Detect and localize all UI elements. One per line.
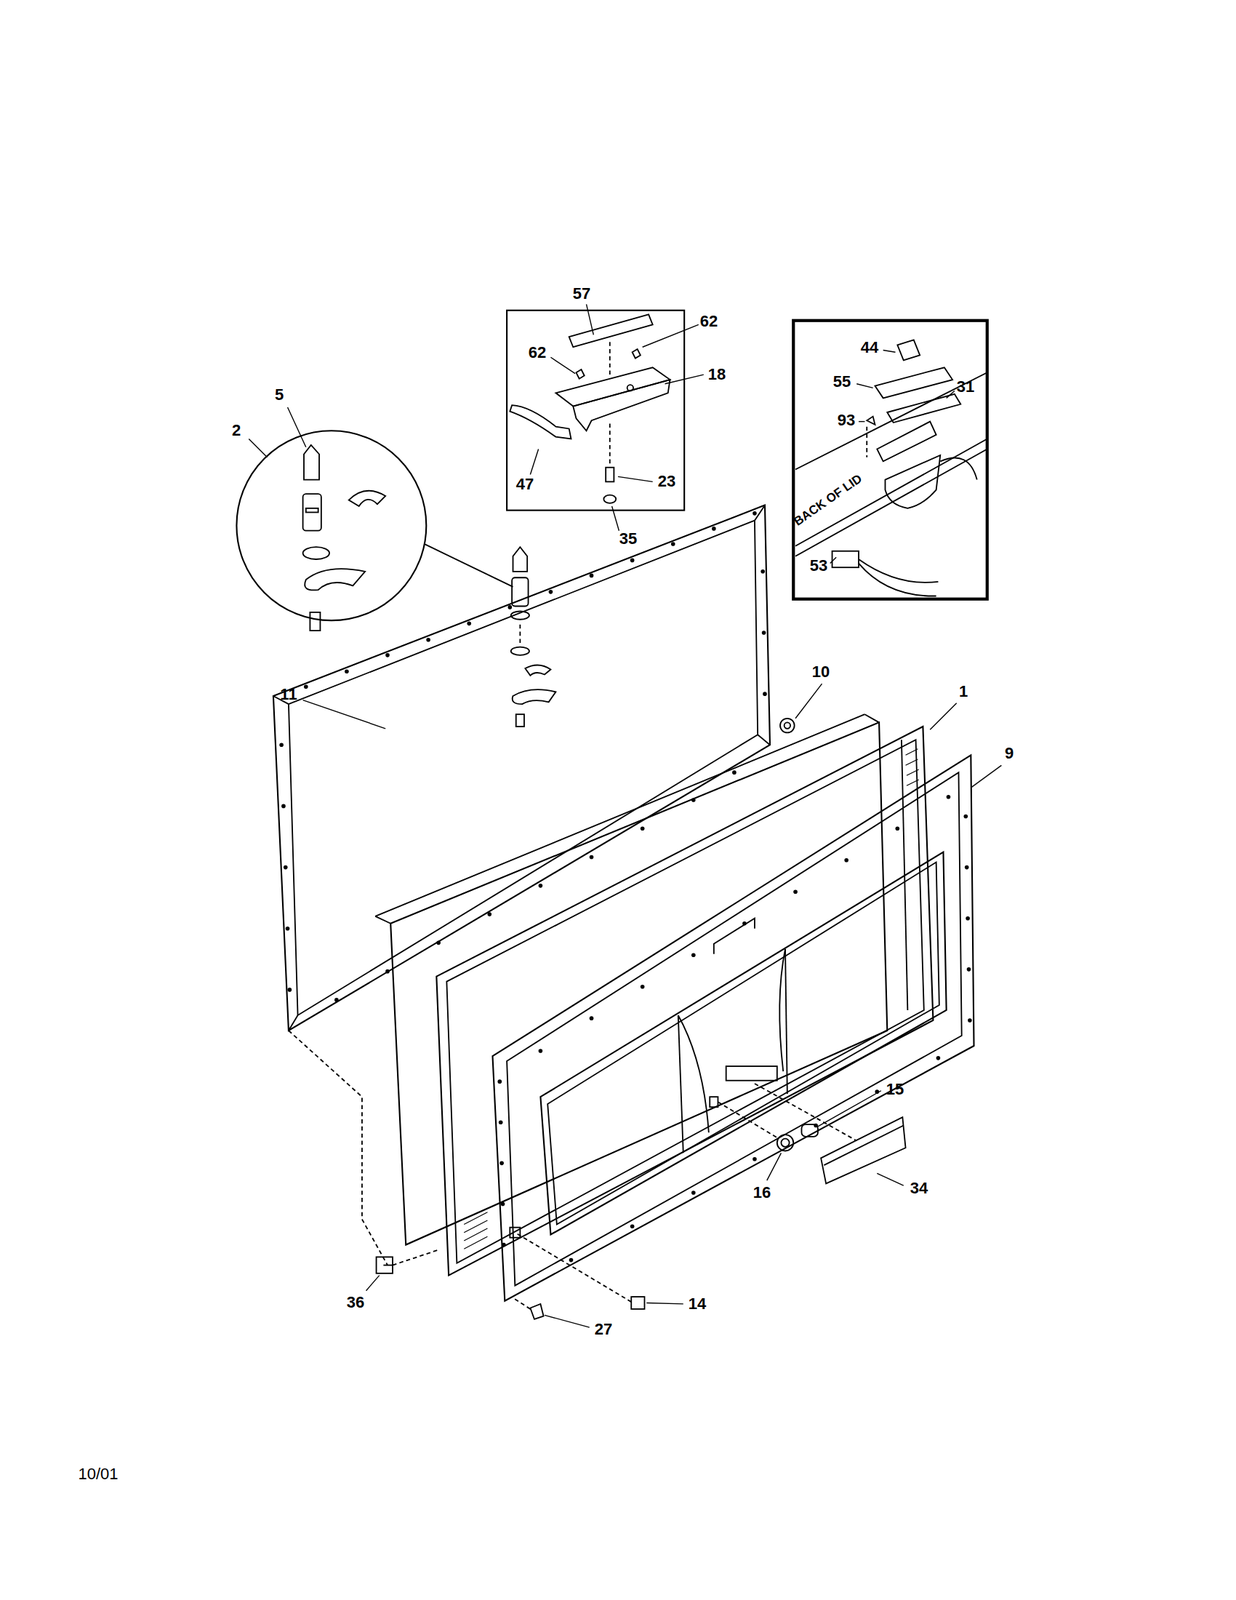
callout-number: 1 bbox=[958, 683, 968, 700]
callout-number: 14 bbox=[688, 1295, 706, 1312]
callout-number: 31 bbox=[956, 378, 975, 395]
callout-number: 15 bbox=[886, 1081, 904, 1098]
callout-number: 62 bbox=[700, 313, 718, 330]
callout-number: 10 bbox=[812, 663, 830, 680]
callout-number: 23 bbox=[657, 473, 676, 490]
callout-number: 47 bbox=[516, 476, 534, 493]
callout-number: 35 bbox=[619, 530, 637, 547]
callout-number: 9 bbox=[1004, 745, 1014, 762]
callout-number: 44 bbox=[860, 339, 879, 356]
callout-number: 93 bbox=[837, 412, 856, 429]
callout-number: 18 bbox=[708, 366, 726, 383]
callout-number: 11 bbox=[279, 686, 297, 703]
callout-number: 16 bbox=[753, 1184, 771, 1201]
callout-number: 5 bbox=[274, 386, 284, 403]
callout-number: 62 bbox=[528, 344, 547, 361]
callout-number: 55 bbox=[833, 373, 851, 390]
part-label: BACK OF LID bbox=[791, 471, 864, 528]
callout-number: 34 bbox=[910, 1180, 928, 1197]
callout-number: 2 bbox=[231, 422, 241, 439]
callout-number: 36 bbox=[346, 1294, 365, 1311]
callout-number: 53 bbox=[809, 557, 828, 574]
date-note: 10/01 bbox=[77, 1465, 118, 1482]
callout-number: 57 bbox=[572, 285, 591, 302]
callout-number: 27 bbox=[594, 1321, 613, 1338]
